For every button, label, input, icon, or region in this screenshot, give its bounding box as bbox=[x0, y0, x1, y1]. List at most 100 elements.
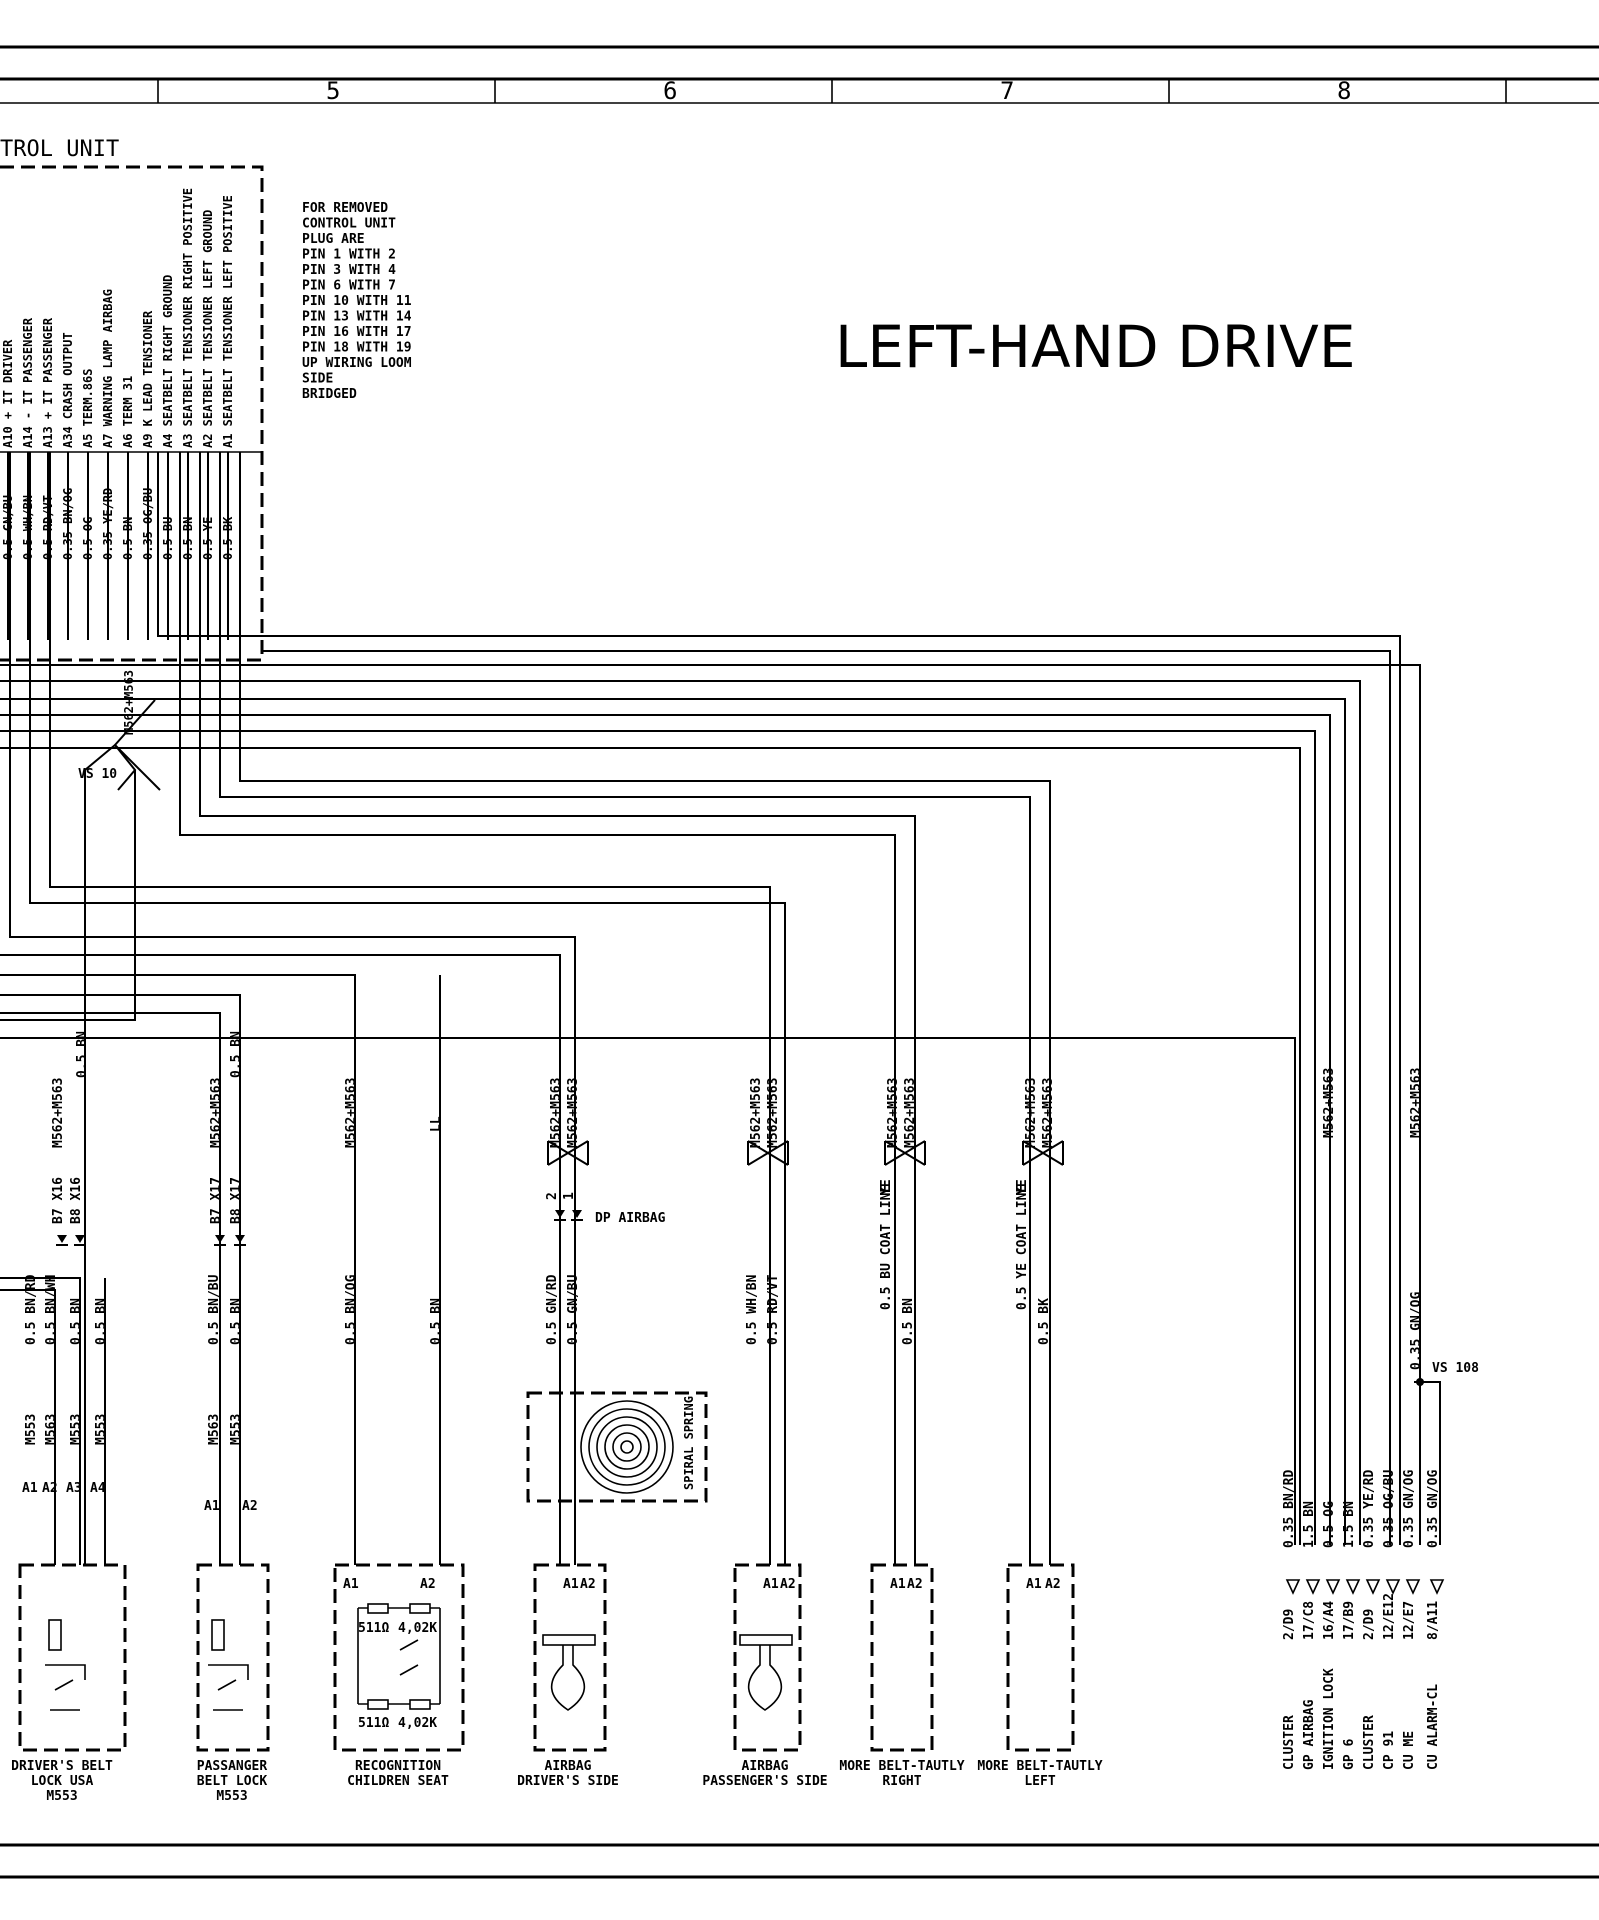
pin-a1: A1 bbox=[204, 1499, 220, 1514]
spiral-ring bbox=[588, 1408, 666, 1486]
component-wire-label: 0.5 BK bbox=[1037, 1298, 1052, 1345]
component-wire-label: 0.5 GN/RD bbox=[545, 1274, 560, 1345]
pin-label-a3: A3 SEATBELT TENSIONER RIGHT POSITIVE bbox=[181, 188, 195, 448]
component-wire-label: 0.5 BN bbox=[901, 1298, 916, 1345]
resistor bbox=[409, 1603, 431, 1614]
splice-label-m562: M562+M563 bbox=[1322, 1068, 1337, 1138]
pin-a4: A4 bbox=[90, 1481, 106, 1496]
pin-a1: A1 bbox=[22, 1481, 38, 1496]
pin-label-a13: A13 + IT PASSENGER bbox=[41, 317, 55, 448]
box-pin-a2: A2 bbox=[580, 1577, 596, 1592]
harness-wires bbox=[0, 452, 1441, 1565]
harness-label: M553 bbox=[69, 1414, 84, 1445]
buckle-switch bbox=[45, 1664, 86, 1711]
pin-label-a6: A6 TERM 31 bbox=[121, 376, 135, 448]
output-target-label: CP 91 bbox=[1382, 1731, 1397, 1770]
wire-ye: YE bbox=[879, 1179, 894, 1195]
note-line: PIN 3 WITH 4 bbox=[302, 263, 396, 278]
vs10-m562-label: M562+M563 bbox=[122, 670, 136, 735]
spiral-spring-label: SPIRAL SPRING bbox=[682, 1396, 696, 1490]
harness-label: M563 bbox=[207, 1414, 222, 1445]
buckle-resistor bbox=[48, 1619, 62, 1651]
twisted-pair-symbol bbox=[884, 1140, 926, 1166]
control-unit-box bbox=[0, 165, 264, 662]
harness-label: M553 bbox=[229, 1414, 244, 1445]
box-pin-a1: A1 bbox=[763, 1577, 779, 1592]
recognition-box bbox=[333, 1563, 465, 1752]
caption-line-2: RIGHT bbox=[882, 1774, 921, 1789]
twisted-pair-symbol bbox=[1022, 1140, 1064, 1166]
splice-vs10: VS 10 M562+M563 bbox=[78, 670, 161, 791]
column-5: 5 bbox=[326, 77, 340, 105]
spiral-ring bbox=[612, 1432, 642, 1462]
box-pin-a1: A1 bbox=[343, 1577, 359, 1592]
note-line: PIN 10 WITH 11 bbox=[302, 294, 412, 309]
belt-left-box bbox=[1006, 1563, 1075, 1752]
squib-bar bbox=[739, 1634, 793, 1646]
splice-label-m562: M562+M563 bbox=[1024, 1078, 1039, 1148]
wire-0-5-bn: 0.5 BN bbox=[229, 1031, 244, 1078]
dp-pin-2: 2 bbox=[545, 1192, 560, 1200]
harness-label: M553 bbox=[94, 1414, 109, 1445]
component-wire-label: 0.5 WH/BN bbox=[745, 1274, 760, 1345]
spiral-ring bbox=[604, 1424, 650, 1470]
caption-line-2: BELT LOCK bbox=[197, 1774, 268, 1789]
output-connector-arrow bbox=[1325, 1579, 1341, 1595]
splice-label-m562: M562+M563 bbox=[344, 1078, 359, 1148]
drive-heading: LEFT-HAND DRIVE bbox=[835, 313, 1356, 381]
caption-line-1: MORE BELT-TAUTLY bbox=[977, 1759, 1102, 1774]
splice-label-m562: M562+M563 bbox=[903, 1078, 918, 1148]
squib-bulb bbox=[550, 1645, 586, 1711]
resistor-511-label: 511Ω bbox=[358, 1621, 389, 1636]
caption-line-1: PASSANGER bbox=[197, 1759, 268, 1774]
box-pin-a1: A1 bbox=[563, 1577, 579, 1592]
belt-right-box bbox=[870, 1563, 934, 1752]
pin-label-a7: A7 WARNING LAMP AIRBAG bbox=[101, 289, 115, 448]
component-wire-label: 0.5 BN bbox=[429, 1298, 444, 1345]
output-wire-label: 1.5 BN bbox=[1302, 1501, 1317, 1548]
caption-line-1: AIRBAG bbox=[545, 1759, 592, 1774]
component-wire-label: 0.5 BN bbox=[229, 1298, 244, 1345]
wire-gn-og: 0.35 GN/OG bbox=[1409, 1292, 1424, 1370]
coat-line-bu: 0.5 BU COAT LINE bbox=[879, 1185, 894, 1310]
output-target-label: CU ME bbox=[1402, 1731, 1417, 1770]
output-connector-arrow bbox=[1285, 1579, 1301, 1595]
caption-line-1: RECOGNITION bbox=[355, 1759, 441, 1774]
column-numbers: 5 6 7 8 bbox=[326, 77, 1351, 105]
pin-label-a34: A34 CRASH OUTPUT bbox=[61, 332, 75, 448]
splice-label-m562: M562+M563 bbox=[766, 1078, 781, 1148]
box-pin-a1: A1 bbox=[1026, 1577, 1042, 1592]
twisted-pair-symbol bbox=[747, 1140, 789, 1166]
output-connector-label: 8/A11 bbox=[1426, 1601, 1441, 1640]
caption-line-3: M553 bbox=[216, 1789, 247, 1804]
caption-line-2: PASSENGER'S SIDE bbox=[702, 1774, 827, 1789]
coat-line-ye: 0.5 YE COAT LINE bbox=[1015, 1185, 1030, 1310]
output-connector-arrow bbox=[1365, 1579, 1381, 1595]
output-target-label: GP AIRBAG bbox=[1302, 1699, 1317, 1770]
column-8: 8 bbox=[1337, 77, 1351, 105]
spiral-ring bbox=[580, 1400, 674, 1494]
connector-pin-marker bbox=[235, 1235, 245, 1243]
resistor bbox=[367, 1699, 389, 1710]
component-wire-label: 0.5 RD/VT bbox=[766, 1274, 781, 1345]
output-connector-arrow bbox=[1405, 1579, 1421, 1595]
pin-label-a5: A5 TERM.86S bbox=[81, 369, 95, 448]
caption-line-2: DRIVER'S SIDE bbox=[517, 1774, 619, 1789]
buckle-resistor bbox=[211, 1619, 225, 1651]
caption-line-1: DRIVER'S BELT bbox=[11, 1759, 113, 1774]
splice-label-m562: M562+M563 bbox=[749, 1078, 764, 1148]
splice-label-m562: M562+M563 bbox=[566, 1078, 581, 1148]
component-wire-label: 0.5 BN/WH bbox=[44, 1275, 59, 1345]
note-line: BRIDGED bbox=[302, 387, 357, 402]
resistor-402-label: 4,02K bbox=[398, 1716, 437, 1731]
airbag-driver-box bbox=[533, 1563, 607, 1752]
